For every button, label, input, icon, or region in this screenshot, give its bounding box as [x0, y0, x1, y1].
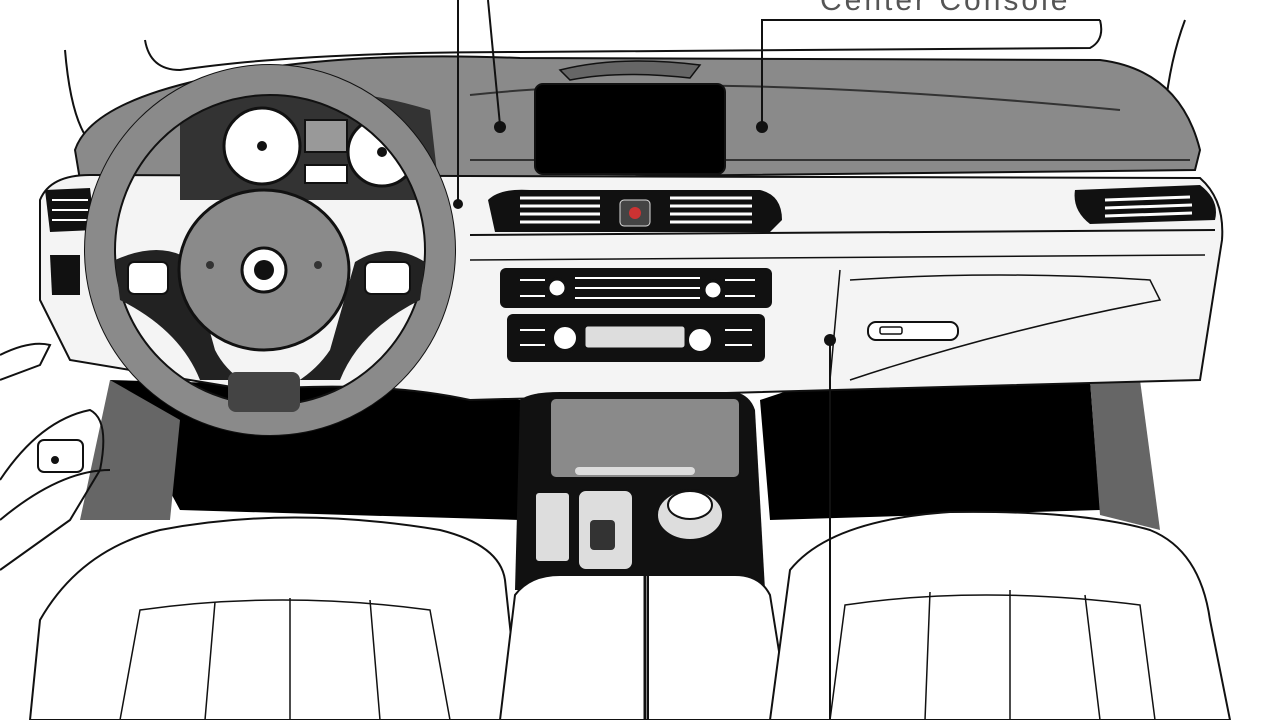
steering-buttons-left[interactable] — [127, 261, 169, 295]
audio-control-panel — [507, 314, 765, 362]
volume-knob[interactable] — [550, 323, 580, 353]
climate-control-panel — [500, 268, 772, 308]
cluster-display — [304, 119, 348, 153]
right-air-vent — [1074, 185, 1216, 224]
climate-knob-left[interactable] — [546, 277, 568, 299]
driver-seat — [28, 516, 522, 720]
climate-knob-right[interactable] — [702, 279, 724, 301]
callout-markers — [453, 121, 836, 346]
callout-label-top: Center Console — [820, 0, 1180, 14]
callout-label-bottom — [900, 704, 1220, 720]
callout-lines — [457, 0, 1100, 720]
left-air-vent — [45, 188, 95, 295]
console-storage-lid[interactable] — [549, 397, 741, 479]
center-air-vents — [488, 189, 782, 232]
tuning-knob[interactable] — [685, 325, 715, 355]
steering-wheel[interactable] — [84, 64, 456, 436]
armrest — [498, 574, 792, 720]
steering-buttons-right[interactable] — [364, 261, 411, 295]
door-handle[interactable] — [37, 439, 84, 473]
console-button-cluster[interactable] — [534, 491, 571, 563]
left-door-panel — [0, 342, 111, 571]
center-console — [515, 392, 765, 590]
horn-right-indicator — [314, 261, 322, 269]
horn-left-indicator — [206, 261, 214, 269]
instrument-cluster — [180, 90, 440, 200]
infotainment-screen — [534, 83, 726, 175]
passenger-seat — [768, 510, 1232, 720]
